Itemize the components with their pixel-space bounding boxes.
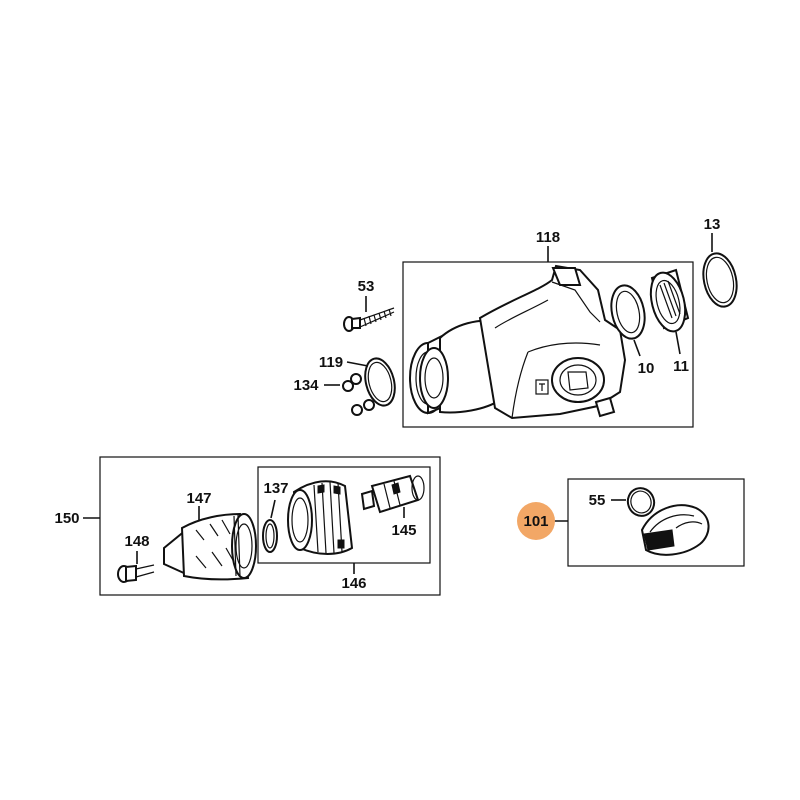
- callout-148[interactable]: 148: [124, 533, 149, 550]
- callout-118[interactable]: 118: [536, 229, 560, 246]
- seal-ring-part-10[interactable]: [607, 282, 650, 341]
- callout-55[interactable]: 55: [589, 492, 606, 509]
- callout-101-highlight: [517, 502, 555, 540]
- callout-147[interactable]: 147: [186, 490, 211, 507]
- callout-150[interactable]: 150: [54, 510, 79, 527]
- group-101-selector-knob: 101 55: [517, 478, 745, 567]
- clutch-collar-part[interactable]: [287, 480, 354, 555]
- keyless-chuck-part-147[interactable]: [163, 512, 257, 581]
- screw-part-53[interactable]: [343, 307, 395, 332]
- callout-137[interactable]: 137: [263, 480, 288, 497]
- o-ring-part-55[interactable]: [624, 484, 658, 519]
- needle-bearing-part-11[interactable]: [645, 268, 691, 335]
- callout-145[interactable]: 145: [391, 522, 416, 539]
- callout-146[interactable]: 146: [341, 575, 366, 592]
- group-118-gear-housing: 118: [402, 229, 694, 428]
- ring-part-13[interactable]: [699, 250, 742, 309]
- callout-119[interactable]: 119: [319, 354, 343, 371]
- callout-10[interactable]: 10: [638, 360, 655, 377]
- o-ring-part-119[interactable]: [361, 355, 400, 408]
- group-146-frame: [257, 466, 431, 564]
- gear-housing-part[interactable]: [409, 264, 627, 420]
- screw-part-148[interactable]: [117, 564, 155, 583]
- callout-13[interactable]: 13: [704, 216, 721, 233]
- callout-101[interactable]: 101: [523, 513, 548, 530]
- spindle-part-145[interactable]: [360, 474, 425, 514]
- callout-134[interactable]: 134: [293, 377, 319, 394]
- group-150-frame: [99, 456, 441, 596]
- steel-balls-part-134[interactable]: [342, 373, 375, 416]
- selector-knob-part[interactable]: [640, 504, 710, 556]
- group-150-chuck-assembly: 150 147 148 146: [54, 456, 441, 596]
- ring-part-137[interactable]: [262, 519, 278, 553]
- callout-53[interactable]: 53: [358, 278, 375, 295]
- group-101-frame: [567, 478, 745, 567]
- group-146-clutch-assembly: 146 137: [257, 466, 431, 592]
- callout-11[interactable]: 11: [673, 358, 689, 375]
